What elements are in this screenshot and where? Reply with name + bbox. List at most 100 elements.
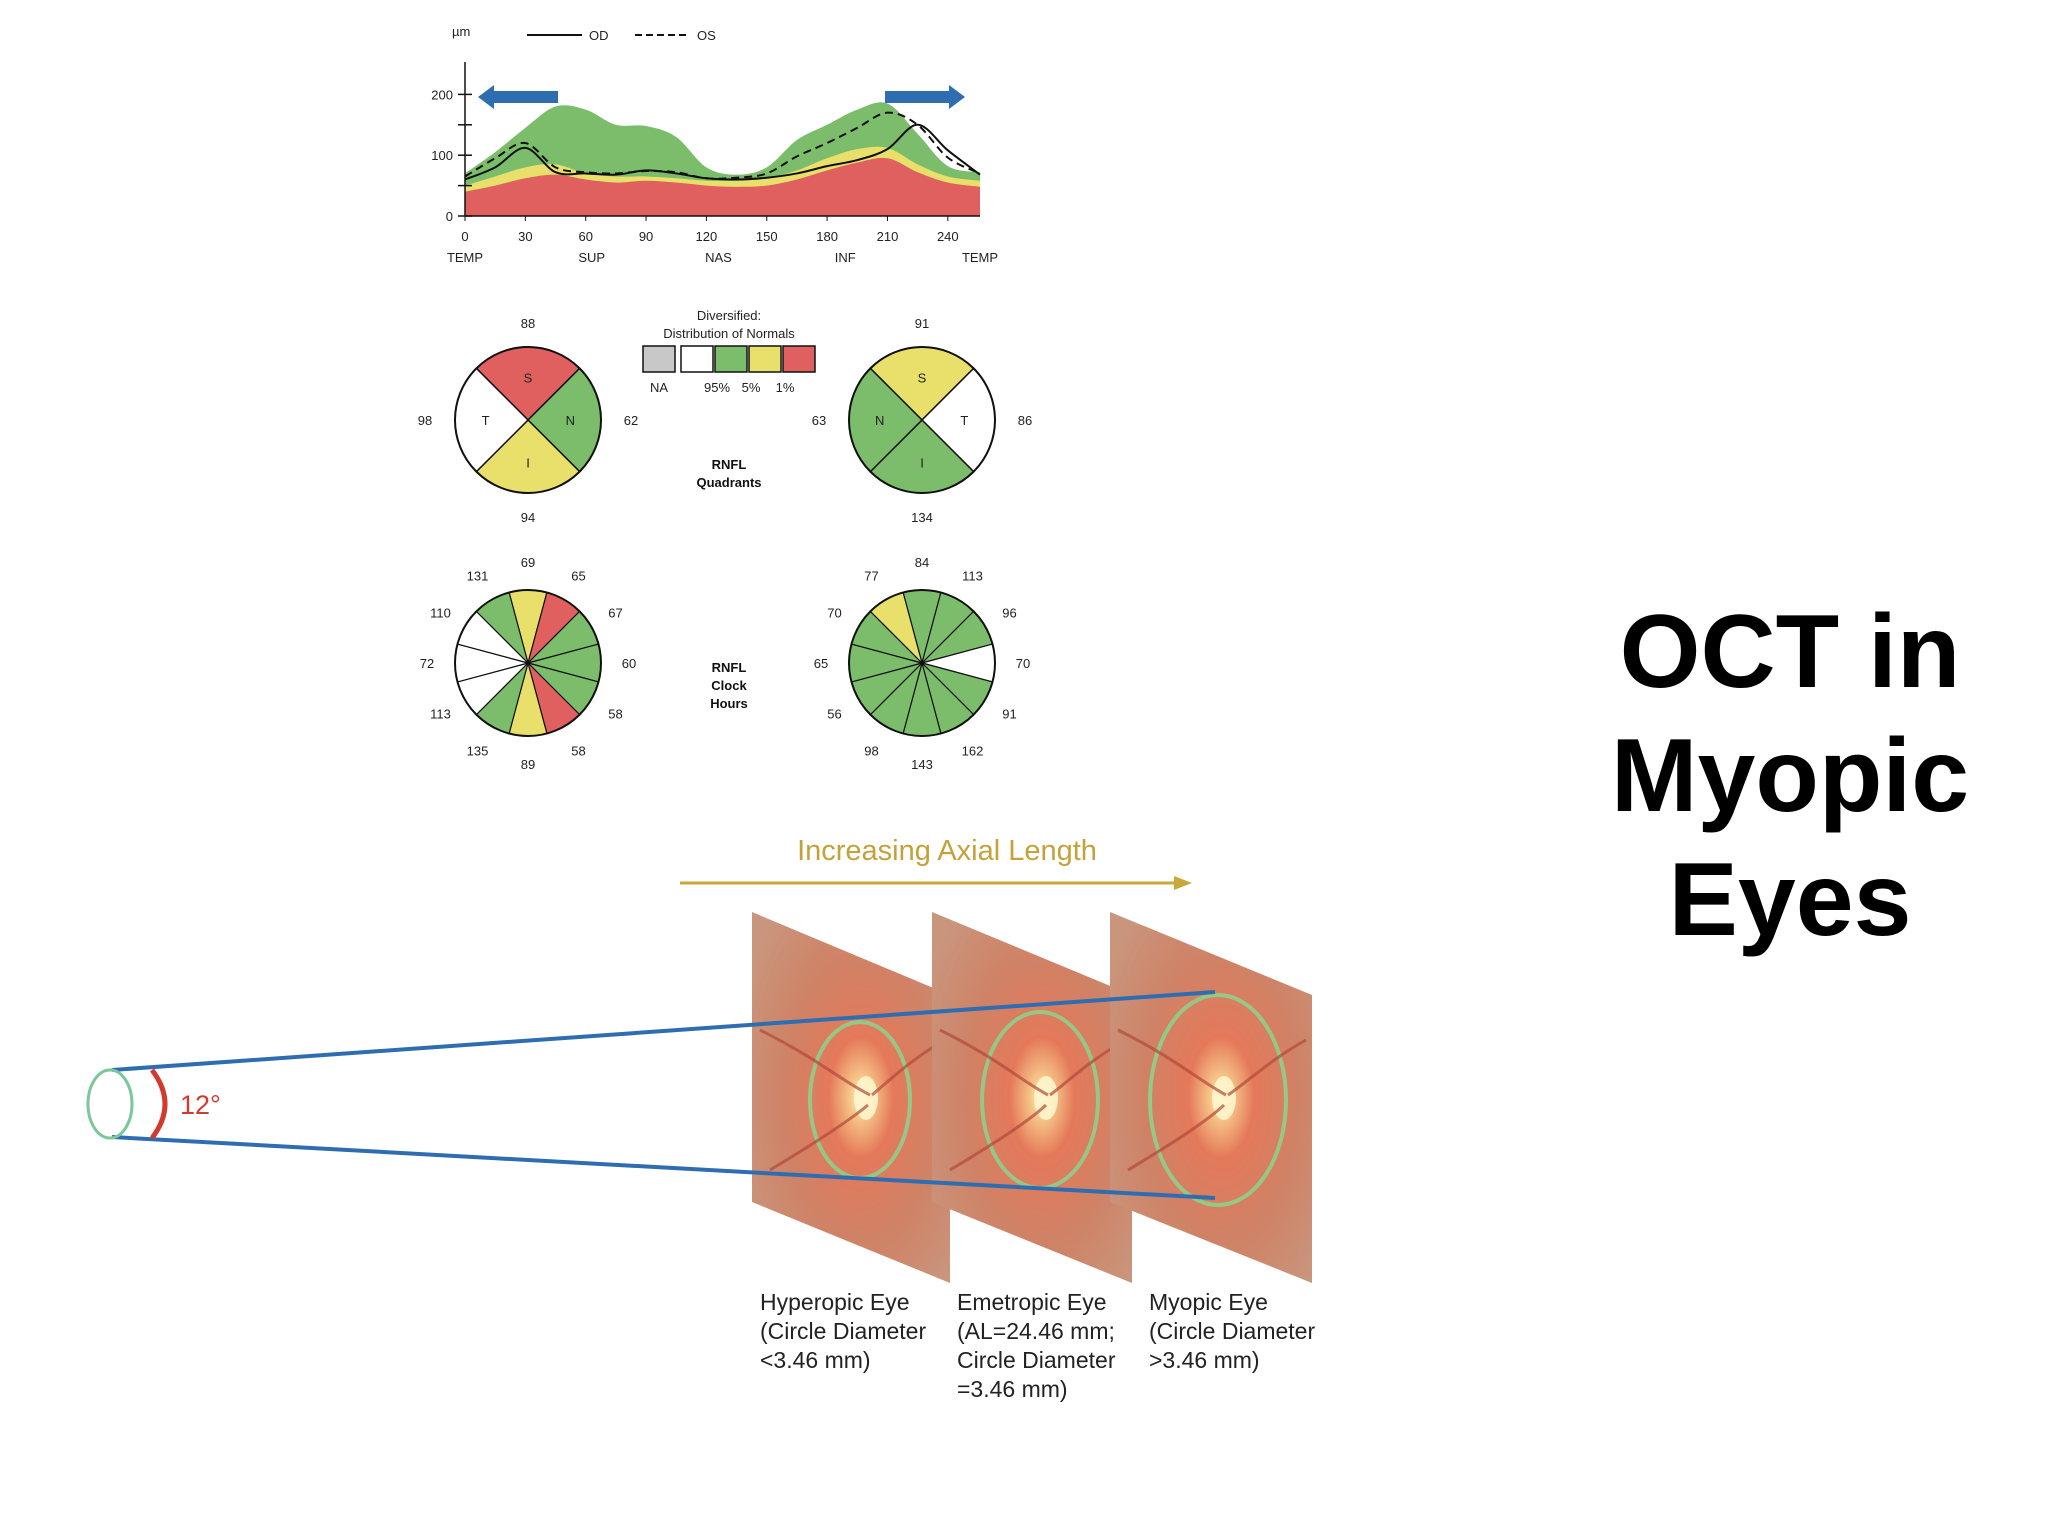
- caption-line: >3.46 mm): [1149, 1347, 1260, 1373]
- caption-line: Myopic Eye: [1149, 1289, 1268, 1315]
- clock-value: 69: [521, 555, 535, 570]
- y-tick-label: 0: [446, 209, 453, 224]
- y-unit-label: µm: [452, 24, 470, 39]
- quadrant-outline: [848, 346, 996, 494]
- clock-outline: [848, 589, 996, 737]
- legend-box-label: 95%: [704, 380, 730, 395]
- tsnit-yticks: 0 100 200: [431, 87, 472, 224]
- fundus-panel-emmetropic: [932, 912, 1132, 1283]
- x-tick-label: 150: [756, 229, 778, 244]
- quadrant-value: 134: [911, 510, 933, 525]
- quadrant-letter: T: [482, 413, 490, 428]
- quadrant-value: 94: [521, 510, 535, 525]
- clock-value: 89: [521, 757, 535, 772]
- quadrant-letter: I: [920, 455, 924, 470]
- caption-line: =3.46 mm): [957, 1376, 1068, 1402]
- normals-legend-title-1: Diversified:: [697, 308, 761, 323]
- axial-arrow-label: Increasing Axial Length: [797, 835, 1097, 867]
- axial-arrow-head: [1174, 876, 1192, 890]
- clock-value: 65: [814, 656, 828, 671]
- cone-top-ray: [111, 990, 1216, 1072]
- quadrant-value: 91: [915, 316, 929, 331]
- quadrant-value: 86: [1018, 413, 1032, 428]
- clock-value: 56: [827, 707, 841, 722]
- fundus-panel-myopic: [1110, 912, 1312, 1283]
- caption-hyperopic: Hyperopic Eye (Circle Diameter <3.46 mm): [760, 1289, 926, 1373]
- clock-value: 131: [467, 569, 489, 584]
- series-line-os: [464, 111, 981, 180]
- cone-bottom-ray: [111, 1135, 1216, 1200]
- quadrant-pie-os: S 91T 86I 134 N 63: [812, 316, 1032, 525]
- quadrant-value: 98: [418, 413, 432, 428]
- angle-arc: [149, 1068, 168, 1140]
- tsnit-axes: [464, 62, 980, 217]
- clock-value: 96: [1002, 606, 1016, 621]
- legend-box: [642, 345, 676, 373]
- clock-value: 113: [962, 569, 983, 584]
- caption-line: (Circle Diameter: [760, 1318, 926, 1344]
- band-abnormal: [465, 157, 980, 216]
- sector-label: NAS: [705, 250, 732, 265]
- y-tick-label: 200: [431, 87, 453, 102]
- x-tick-label: 180: [816, 229, 838, 244]
- clock-outline: [454, 589, 602, 737]
- quadrant-letter: N: [875, 413, 884, 428]
- legend-box: [748, 345, 782, 373]
- clock-value: 72: [420, 656, 434, 671]
- legend-od-label: OD: [589, 28, 609, 43]
- clock-value: 60: [622, 656, 636, 671]
- tsnit-lines: [464, 111, 981, 181]
- quadrant-letter: T: [960, 413, 968, 428]
- title-line: Eyes: [1668, 842, 1912, 958]
- legend-box: [714, 345, 748, 373]
- caption-line: <3.46 mm): [760, 1347, 871, 1373]
- normals-legend-title-2: Distribution of Normals: [663, 326, 795, 341]
- y-tick-label: 100: [431, 148, 453, 163]
- legend-box-label: 5%: [742, 380, 761, 395]
- quadrant-letter: S: [918, 371, 927, 386]
- clock-value: 162: [962, 743, 984, 758]
- sector-label: TEMP: [447, 250, 483, 265]
- clock-value: 77: [864, 569, 878, 584]
- x-tick-label: 210: [877, 229, 899, 244]
- legend-os-label: OS: [697, 28, 716, 43]
- axial-length-diagram: Increasing Axial Length 12°: [86, 835, 1315, 1402]
- sector-label: TEMP: [962, 250, 998, 265]
- tsnit-bands: [465, 102, 980, 216]
- clock-value: 65: [571, 569, 585, 584]
- quadrant-outline: [454, 346, 602, 494]
- caption-line: Hyperopic Eye: [760, 1289, 910, 1315]
- clock-value: 84: [915, 555, 929, 570]
- quadrant-letter: I: [526, 455, 530, 470]
- caption-line: (Circle Diameter: [1149, 1318, 1315, 1344]
- left-arrow: [478, 85, 558, 109]
- caption-line: (AL=24.46 mm;: [957, 1318, 1115, 1344]
- normals-legend-boxes: NA 95% 5% 1%: [642, 345, 816, 395]
- quadrant-value: 88: [521, 316, 535, 331]
- clock-value: 135: [467, 743, 489, 758]
- legend-box: [680, 345, 714, 373]
- quadrants-label-2: Quadrants: [696, 475, 761, 490]
- clock-value: 67: [608, 606, 622, 621]
- clock-value: 70: [1016, 656, 1030, 671]
- normals-legend: Diversified: Distribution of Normals NA 9…: [642, 308, 816, 395]
- caption-line: Emetropic Eye: [957, 1289, 1107, 1315]
- sector-label: SUP: [578, 250, 605, 265]
- x-tick-label: 0: [461, 229, 468, 244]
- clock-value: 110: [430, 606, 451, 621]
- slide-title: OCT in Myopic Eyes: [1545, 590, 2035, 962]
- caption-line: Circle Diameter: [957, 1347, 1116, 1373]
- x-tick-label: 90: [639, 229, 653, 244]
- caption-myopic: Myopic Eye (Circle Diameter >3.46 mm): [1149, 1289, 1315, 1373]
- legend-box-label: 1%: [776, 380, 795, 395]
- legend-box-label: NA: [650, 380, 668, 395]
- quadrant-value: 63: [812, 413, 826, 428]
- clock-value: 91: [1002, 707, 1016, 722]
- quadrant-letter: S: [524, 371, 533, 386]
- quadrant-letter: N: [566, 413, 575, 428]
